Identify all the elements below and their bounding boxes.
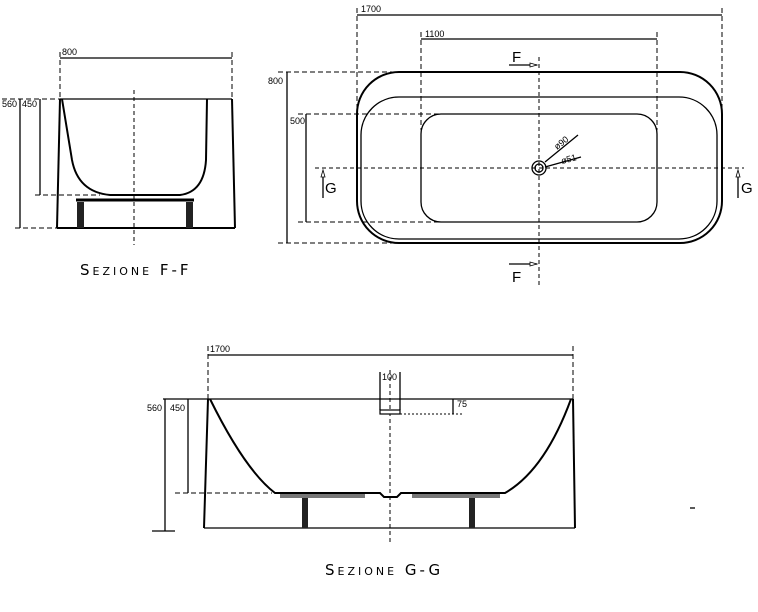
section-marker-g-right: G — [741, 180, 753, 197]
section-title-gg: Sezione G-G — [325, 561, 443, 579]
dim-label-depth: 450 — [170, 403, 185, 413]
drain-circle — [534, 163, 544, 173]
outer-wall-left — [56, 98, 61, 229]
overflow-leader — [544, 134, 579, 163]
dim-label-basin-length: 1100 — [425, 29, 444, 39]
section-ff: 800 560 450 Sezione F-F — [2, 47, 236, 279]
section-gg: 100 75 1700 560 450 Sezione G-G — [147, 344, 695, 579]
dim-label-width: 800 — [268, 76, 283, 86]
arrowhead-icon — [735, 168, 741, 178]
dim-label-height: 560 — [147, 403, 162, 413]
outer-wall-right — [231, 98, 236, 229]
support-leg-right — [186, 202, 193, 228]
drain-leader — [544, 156, 582, 168]
dim-label-overflow-width: 100 — [382, 372, 397, 382]
arrowhead-icon — [529, 62, 539, 68]
hatched-base-left — [280, 494, 365, 498]
support-leg-left — [302, 498, 308, 528]
dim-label-width: 800 — [62, 47, 77, 57]
bowl-profile — [61, 98, 208, 196]
outer-wall-left — [203, 398, 209, 529]
dim-label-drain-dia: ø51 — [560, 152, 578, 166]
dim-label-depth: 450 — [22, 99, 37, 109]
dim-label-height: 560 — [2, 99, 17, 109]
section-title-ff: Sezione F-F — [80, 261, 192, 279]
arrowhead-icon — [529, 261, 539, 267]
section-marker-f-top: F — [512, 49, 521, 66]
dim-label-length: 1700 — [361, 4, 381, 14]
overflow-circle — [531, 160, 547, 176]
arrowhead-icon — [320, 168, 326, 178]
hatched-base-right — [412, 494, 500, 498]
section-marker-f-bottom: F — [512, 269, 521, 286]
dim-label-overflow-depth: 75 — [457, 399, 467, 409]
dim-label-basin-width: 500 — [290, 116, 305, 126]
support-leg-right — [469, 498, 475, 528]
dim-label-length: 1700 — [210, 344, 230, 354]
overflow-slot — [379, 409, 401, 415]
plan-view: 1700 1100 800 500 ø90 ø51 F F G G — [268, 4, 753, 286]
outer-wall-right — [572, 398, 576, 529]
dim-label-overflow-dia: ø90 — [552, 134, 570, 151]
section-marker-g-left: G — [325, 180, 337, 197]
support-leg-left — [77, 202, 84, 228]
